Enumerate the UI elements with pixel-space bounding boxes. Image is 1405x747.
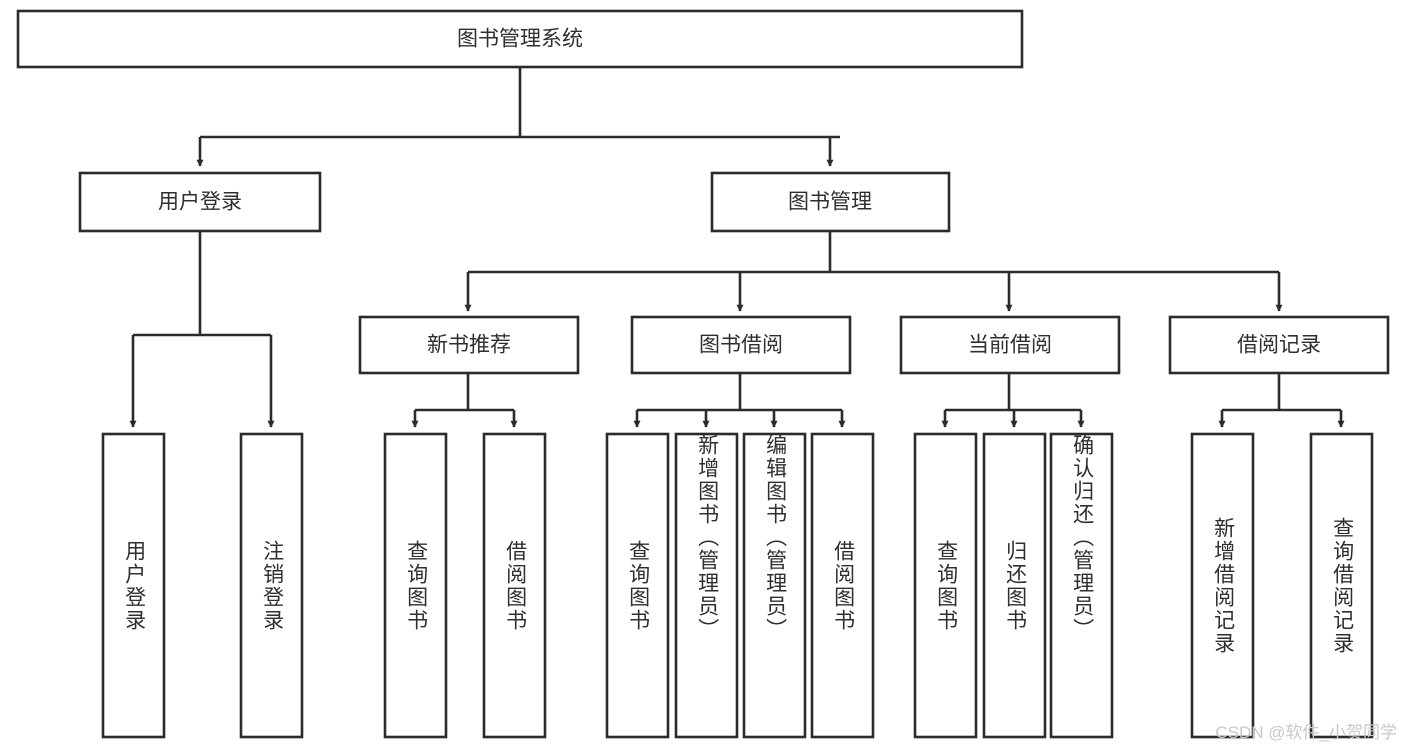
leaf-box-layer xyxy=(101,432,1374,739)
node-label-borrow-records: 借阅记录 xyxy=(1237,334,1321,357)
node-label-book-borrowing: 图书借阅 xyxy=(699,334,783,357)
connector-layer xyxy=(129,67,1345,428)
leaf-box-borrow-books-new[interactable] xyxy=(482,432,547,739)
leaf-box-query-books-new[interactable] xyxy=(383,432,448,739)
node-box-borrow-records[interactable] xyxy=(1168,315,1390,375)
node-layer: 图书管理系统 用户登录 图书管理 新书推荐 图书借阅 当前借阅 借阅记录 xyxy=(16,9,1390,375)
watermark-text: CSDN @软件_小贺同学 xyxy=(1215,723,1397,742)
leaf-box-borrow-book[interactable] xyxy=(810,432,875,739)
node-box-current-borrowing[interactable] xyxy=(899,315,1121,375)
leaf-box-return-book[interactable] xyxy=(982,432,1047,739)
node-box-user-login[interactable] xyxy=(78,171,322,233)
leaf-box-query-books-borrow[interactable] xyxy=(605,432,670,739)
leaf-box-logout[interactable] xyxy=(239,432,304,739)
node-box-new-book-recommendation[interactable] xyxy=(358,315,580,375)
node-box-root[interactable] xyxy=(16,9,1024,69)
leaf-box-query-borrow-record[interactable] xyxy=(1309,432,1374,739)
node-box-book-management[interactable] xyxy=(710,171,951,233)
leaf-box-confirm-return-admin[interactable] xyxy=(1049,432,1114,739)
node-box-book-borrowing[interactable] xyxy=(630,315,852,375)
leaf-box-edit-book-admin[interactable] xyxy=(742,432,807,739)
node-label-root: 图书管理系统 xyxy=(457,28,583,51)
node-label-current-borrowing: 当前借阅 xyxy=(968,334,1052,357)
leaf-box-add-borrow-record[interactable] xyxy=(1190,432,1255,739)
node-label-user-login: 用户登录 xyxy=(158,191,242,214)
node-label-book-management: 图书管理 xyxy=(788,191,872,214)
leaf-box-add-book-admin[interactable] xyxy=(674,432,739,739)
leaf-box-user-login[interactable] xyxy=(101,432,166,739)
node-label-new-book-recommendation: 新书推荐 xyxy=(427,334,511,357)
leaf-box-query-books-current[interactable] xyxy=(913,432,978,739)
